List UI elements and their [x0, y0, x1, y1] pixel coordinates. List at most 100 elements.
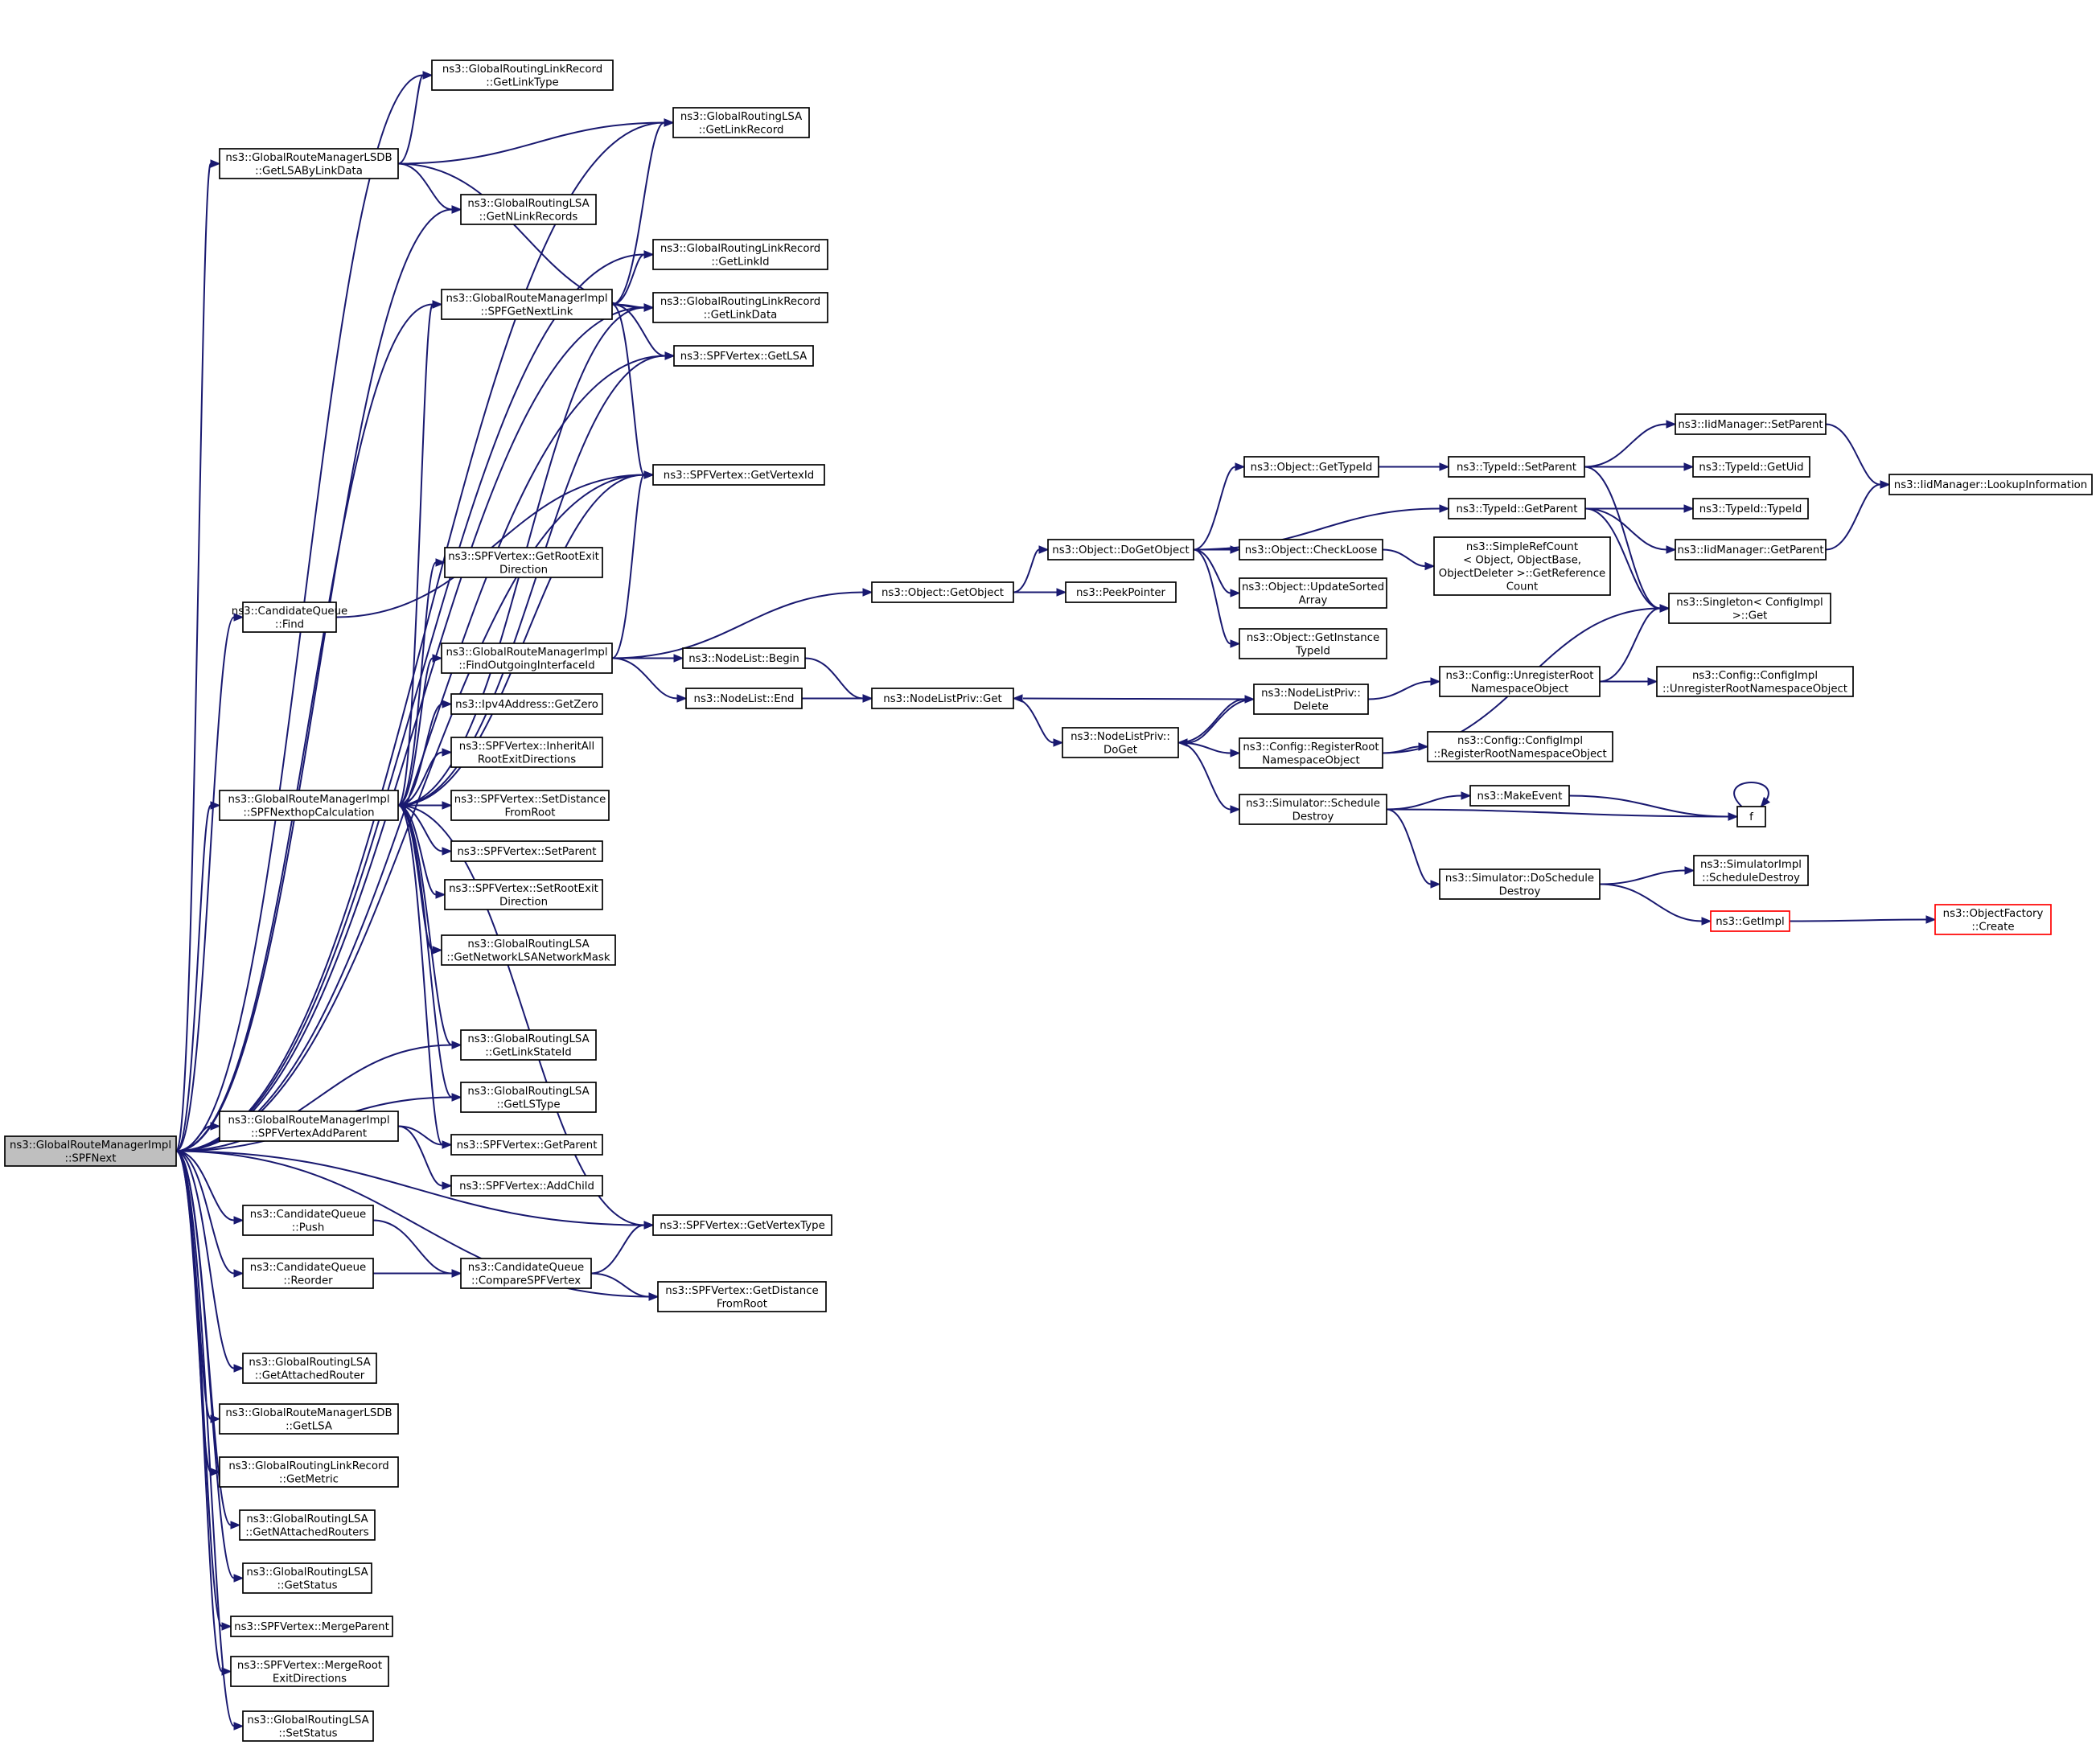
function-node-lsdb-getlsa[interactable]: ns3::GlobalRouteManagerLSDB::GetLSA	[219, 1403, 399, 1435]
node-label: ::SPFVertexAddParent	[251, 1127, 367, 1139]
function-node-lr-getlinktype[interactable]: ns3::GlobalRoutingLinkRecord::GetLinkTyp…	[431, 60, 614, 91]
function-node-lsa-getlinkrecord[interactable]: ns3::GlobalRoutingLSA::GetLinkRecord	[672, 107, 810, 138]
function-node-typeid-setparent[interactable]: ns3::TypeId::SetParent	[1448, 456, 1585, 478]
function-node-nl-end[interactable]: ns3::NodeList::End	[685, 688, 803, 709]
function-node-lr-getmetric[interactable]: ns3::GlobalRoutingLinkRecord::GetMetric	[219, 1456, 399, 1488]
function-node-ipv4-getzero[interactable]: ns3::Ipv4Address::GetZero	[450, 693, 603, 715]
function-node-nlp-doget[interactable]: ns3::NodeListPriv::DoGet	[1062, 727, 1179, 758]
function-node-gri-findoutgoing[interactable]: ns3::GlobalRouteManagerImpl::FindOutgoin…	[441, 643, 613, 674]
function-node-v-setparent[interactable]: ns3::SPFVertex::SetParent	[450, 840, 603, 862]
call-edge	[1599, 883, 1712, 926]
function-node-cq-compare[interactable]: ns3::CandidateQueue::CompareSPFVertex	[460, 1258, 592, 1289]
function-node-lsa-getlinkstateid[interactable]: ns3::GlobalRoutingLSA::GetLinkStateId	[460, 1029, 597, 1061]
node-label: ::GetLSA	[286, 1420, 332, 1432]
function-node-lsdb-getlsabylinkdata[interactable]: ns3::GlobalRouteManagerLSDB::GetLSAByLin…	[219, 148, 399, 179]
call-edge	[175, 613, 245, 1152]
function-node-typeid-getuid[interactable]: ns3::TypeId::GetUid	[1692, 456, 1810, 478]
function-node-cfgimpl-unregisterroot[interactable]: ns3::Config::ConfigImpl::UnregisterRootN…	[1656, 666, 1854, 697]
call-edge	[1584, 507, 1677, 554]
function-node-cfgimpl-registerroot[interactable]: ns3::Config::ConfigImpl::RegisterRootNam…	[1427, 731, 1613, 762]
node-box	[1692, 498, 1809, 519]
edge-arrowhead	[422, 71, 434, 80]
function-node-iid-getparent[interactable]: ns3::IidManager::GetParent	[1675, 539, 1827, 560]
edge-arrowhead	[1056, 588, 1067, 597]
node-label: ns3::CandidateQueue	[250, 1209, 366, 1221]
function-node-cq-reorder[interactable]: ns3::CandidateQueue::Reorder	[242, 1258, 374, 1289]
function-node-typeid-getparent[interactable]: ns3::TypeId::GetParent	[1448, 498, 1586, 519]
function-node-lsa-getstatus[interactable]: ns3::GlobalRoutingLSA::GetStatus	[242, 1562, 372, 1594]
node-label: f	[1749, 811, 1753, 823]
function-node-getimpl[interactable]: ns3::GetImpl	[1710, 910, 1790, 932]
function-node-lsa-getlstype[interactable]: ns3::GlobalRoutingLSA::GetLSType	[460, 1082, 597, 1113]
function-node-gri-spfnexthop[interactable]: ns3::GlobalRouteManagerImpl::SPFNexthopC…	[219, 790, 399, 821]
function-node-lsa-getnlinkrecords[interactable]: ns3::GlobalRoutingLSA::GetNLinkRecords	[460, 194, 597, 225]
function-node-obj-dogetobject[interactable]: ns3::Object::DoGetObject	[1047, 539, 1194, 560]
function-node-sim-scheduledestroy[interactable]: ns3::Simulator::ScheduleDestroy	[1239, 794, 1387, 825]
function-node-peekpointer[interactable]: ns3::PeekPointer	[1065, 581, 1177, 603]
function-node-cq-push[interactable]: ns3::CandidateQueue::Push	[242, 1205, 374, 1236]
node-label: ns3::Object::UpdateSorted	[1242, 581, 1384, 593]
edge-arrowhead	[862, 588, 873, 597]
function-node-objectfactory-create[interactable]: ns3::ObjectFactory::Create	[1934, 904, 2052, 935]
function-node-v-inheritall[interactable]: ns3::SPFVertex::InheritAllRootExitDirect…	[450, 737, 603, 768]
function-node-makeevent[interactable]: ns3::MakeEvent	[1469, 785, 1570, 807]
function-node-v-getvertexid[interactable]: ns3::SPFVertex::GetVertexId	[652, 464, 825, 486]
function-node-iid-lookupinformation[interactable]: ns3::IidManager::LookupInformation	[1888, 474, 2093, 495]
function-node-lr-getlinkdata[interactable]: ns3::GlobalRoutingLinkRecord::GetLinkDat…	[652, 292, 828, 323]
function-node-obj-getobject[interactable]: ns3::Object::GetObject	[871, 581, 1014, 603]
node-box	[1693, 855, 1809, 886]
function-node-typeid-typeid[interactable]: ns3::TypeId::TypeId	[1692, 498, 1809, 519]
node-box	[1253, 684, 1369, 715]
edge-line	[397, 74, 424, 165]
function-node-gri-spfvertexaddparent[interactable]: ns3::GlobalRouteManagerImpl::SPFVertexAd…	[219, 1111, 399, 1142]
function-node-v-getvertextype[interactable]: ns3::SPFVertex::GetVertexType	[652, 1214, 832, 1236]
call-edge	[590, 1221, 655, 1275]
node-box	[1239, 628, 1387, 659]
function-node-singleton-get[interactable]: ns3::Singleton< ConfigImpl>::Get	[1668, 593, 1831, 624]
node-box	[242, 1205, 374, 1236]
function-node-cfg-registerroot[interactable]: ns3::Config::RegisterRootNamespaceObject	[1239, 737, 1383, 769]
function-node-v-getlsa[interactable]: ns3::SPFVertex::GetLSA	[673, 345, 814, 367]
node-label: ns3::TypeId::TypeId	[1699, 503, 1802, 515]
function-node-lsa-getnattachedrouters[interactable]: ns3::GlobalRoutingLSA::GetNAttachedRoute…	[239, 1509, 376, 1541]
node-label: ns3::Object::GetTypeId	[1251, 462, 1373, 474]
function-node-obj-checkloose[interactable]: ns3::Object::CheckLoose	[1239, 539, 1383, 560]
function-node-cfg-unregisterroot[interactable]: ns3::Config::UnregisterRootNamespaceObje…	[1439, 666, 1601, 697]
function-node-nlp-get[interactable]: ns3::NodeListPriv::Get	[871, 688, 1014, 709]
function-node-f[interactable]: f	[1736, 806, 1766, 827]
function-node-lsa-setstatus[interactable]: ns3::GlobalRoutingLSA::SetStatus	[242, 1710, 374, 1742]
edge-line	[611, 474, 645, 659]
function-node-iid-setparent[interactable]: ns3::IidManager::SetParent	[1675, 413, 1827, 435]
function-node-lsa-getattachedrouter[interactable]: ns3::GlobalRoutingLSA::GetAttachedRouter	[242, 1353, 377, 1384]
edge-line	[397, 703, 443, 807]
node-label: ns3::GlobalRoutingLSA	[247, 1714, 368, 1727]
edge-line	[175, 162, 212, 1152]
function-node-v-mergeparent[interactable]: ns3::SPFVertex::MergeParent	[230, 1616, 393, 1637]
node-label: ns3::SPFVertex::GetVertexType	[660, 1220, 825, 1232]
function-node-lsa-getnetworkmask[interactable]: ns3::GlobalRoutingLSA::GetNetworkLSANetw…	[441, 934, 616, 966]
edge-arrowhead	[432, 654, 443, 663]
function-node-simimpl-scheduledestroy[interactable]: ns3::SimulatorImpl::ScheduleDestroy	[1693, 855, 1809, 886]
function-node-cq-find[interactable]: ns3::CandidateQueue::Find	[232, 602, 347, 633]
function-node-simplerefcount[interactable]: ns3::SimpleRefCount< Object, ObjectBase,…	[1433, 536, 1611, 596]
function-node-v-addchild[interactable]: ns3::SPFVertex::AddChild	[450, 1175, 603, 1197]
node-box	[230, 1656, 389, 1687]
edge-line	[175, 1044, 453, 1152]
function-node-v-getparent[interactable]: ns3::SPFVertex::GetParent	[450, 1134, 603, 1156]
function-node-lr-getlinkid[interactable]: ns3::GlobalRoutingLinkRecord::GetLinkId	[652, 239, 828, 270]
edge-line	[175, 121, 665, 1152]
function-node-obj-gettypeid[interactable]: ns3::Object::GetTypeId	[1243, 456, 1379, 478]
function-node-nlp-delete[interactable]: ns3::NodeListPriv::Delete	[1253, 684, 1369, 715]
function-node-nl-begin[interactable]: ns3::NodeList::Begin	[682, 647, 806, 669]
node-box	[219, 1456, 399, 1488]
function-node-gri-spfgetnextlink[interactable]: ns3::GlobalRouteManagerImpl::SPFGetNextL…	[441, 289, 613, 320]
